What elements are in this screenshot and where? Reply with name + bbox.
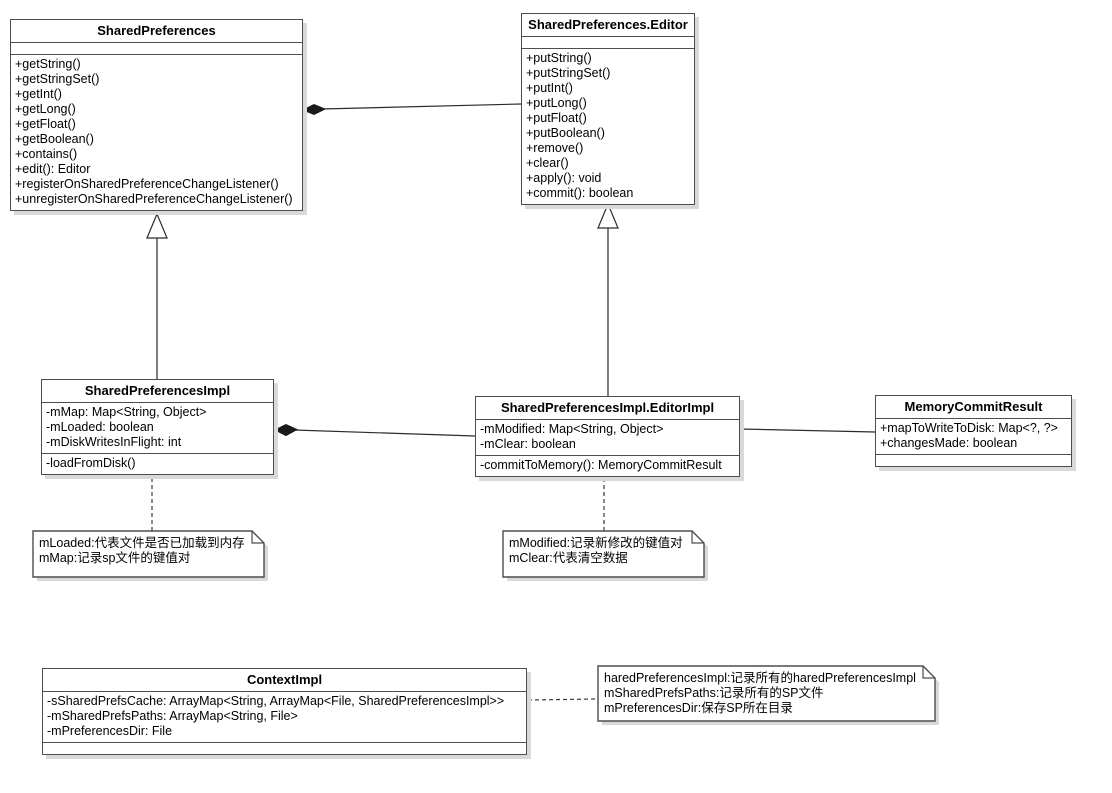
- text-line: -mModified: Map<String, Object>: [480, 422, 664, 436]
- text-line: -mPreferencesDir: File: [47, 724, 173, 738]
- text-line: haredPreferencesImpl:记录所有的haredPreferenc…: [604, 671, 916, 685]
- text-line: +putFloat(): [526, 111, 587, 125]
- composition-line-editorimpl: [293, 429, 476, 437]
- text-line: +registerOnSharedPreferenceChangeListene…: [15, 177, 279, 191]
- text-line: -mLoaded: boolean: [46, 420, 154, 434]
- text-line: +getInt(): [15, 87, 62, 101]
- text-line: +putBoolean(): [526, 126, 605, 140]
- text-line: -mClear: boolean: [480, 437, 576, 451]
- class-title: SharedPreferences: [97, 23, 216, 38]
- class-attributes: +mapToWriteToDisk: Map<?, ?>+changesMade…: [876, 418, 1071, 454]
- text-line: +getFloat(): [15, 117, 76, 131]
- text-line: +putLong(): [526, 96, 587, 110]
- class-title: ContextImpl: [246, 672, 323, 687]
- class-title: SharedPreferences.Editor: [528, 17, 688, 32]
- text-line: -commitToMemory(): MemoryCommitResult: [480, 458, 722, 472]
- text-line: +putString(): [526, 51, 592, 65]
- text-line: +getString(): [15, 57, 81, 71]
- text-line: +getLong(): [15, 102, 76, 116]
- class-attributes: -mModified: Map<String, Object>-mClear: …: [476, 419, 739, 455]
- class-attributes: [522, 36, 694, 48]
- text-line: +unregisterOnSharedPreferenceChangeListe…: [15, 192, 293, 206]
- association-line-memorycommitresult: [739, 428, 876, 433]
- text-line: -loadFromDisk(): [46, 456, 136, 470]
- text-line: +remove(): [526, 141, 584, 155]
- inheritance-arrow-icon: [146, 212, 168, 239]
- class-title: SharedPreferencesImpl: [84, 383, 231, 398]
- composition-diamond-icon: [273, 423, 299, 437]
- class-sharedpreferencesimpl-editorimpl: SharedPreferencesImpl.EditorImpl -mModif…: [475, 396, 740, 477]
- text-line: -mDiskWritesInFlight: int: [46, 435, 182, 449]
- text-line: +mapToWriteToDisk: Map<?, ?>: [880, 421, 1058, 435]
- text-line: +commit(): boolean: [526, 186, 634, 200]
- class-title: SharedPreferencesImpl.EditorImpl: [500, 400, 715, 415]
- class-sharedpreferencesimpl: SharedPreferencesImpl -mMap: Map<String,…: [41, 379, 274, 475]
- note-fold-icon: [251, 531, 264, 544]
- class-sharedpreferences: SharedPreferences +getString()+getString…: [10, 19, 303, 211]
- class-contextimpl: ContextImpl -sSharedPrefsCache: ArrayMap…: [42, 668, 527, 755]
- note-fold-icon: [691, 531, 704, 544]
- class-attributes: -mMap: Map<String, Object>-mLoaded: bool…: [42, 402, 273, 453]
- text-line: +putInt(): [526, 81, 573, 95]
- note-shape: [32, 530, 265, 578]
- composition-line-editor: [321, 103, 522, 110]
- note-contextimpl-fields: haredPreferencesImpl:记录所有的haredPreferenc…: [598, 666, 935, 721]
- note-fold-icon: [922, 666, 935, 679]
- note-shape: [597, 665, 936, 722]
- composition-diamond-icon: [301, 103, 327, 116]
- text-line: mLoaded:代表文件是否已加载到内存: [39, 536, 245, 550]
- text-line: mModified:记录新修改的键值对: [509, 536, 683, 550]
- text-line: -mSharedPrefsPaths: ArrayMap<String, Fil…: [47, 709, 298, 723]
- class-methods: +getString()+getStringSet()+getInt()+get…: [11, 54, 302, 210]
- text-line: -mMap: Map<String, Object>: [46, 405, 207, 419]
- text-line: +getStringSet(): [15, 72, 100, 86]
- text-line: mClear:代表清空数据: [509, 551, 628, 565]
- text-line: +edit(): Editor: [15, 162, 91, 176]
- text-line: +changesMade: boolean: [880, 436, 1018, 450]
- class-memorycommitresult: MemoryCommitResult +mapToWriteToDisk: Ma…: [875, 395, 1072, 467]
- class-attributes: [11, 42, 302, 54]
- text-line: -sSharedPrefsCache: ArrayMap<String, Arr…: [47, 694, 505, 708]
- class-methods: [876, 454, 1071, 466]
- class-methods: [43, 742, 526, 754]
- note-shape: [502, 530, 705, 578]
- class-methods: -commitToMemory(): MemoryCommitResult: [476, 455, 739, 476]
- class-methods: -loadFromDisk(): [42, 453, 273, 474]
- inheritance-arrow-icon: [597, 202, 619, 229]
- class-title: MemoryCommitResult: [904, 399, 1043, 414]
- class-methods: +putString()+putStringSet()+putInt()+put…: [522, 48, 694, 204]
- text-line: +apply(): void: [526, 171, 602, 185]
- text-line: mPreferencesDir:保存SP所在目录: [604, 701, 793, 715]
- text-line: +contains(): [15, 147, 78, 161]
- text-line: mSharedPrefsPaths:记录所有的SP文件: [604, 686, 824, 700]
- note-link-contextimpl: [527, 698, 598, 701]
- text-line: mMap:记录sp文件的键值对: [39, 551, 191, 565]
- text-line: +clear(): [526, 156, 569, 170]
- text-line: +getBoolean(): [15, 132, 94, 146]
- text-line: +putStringSet(): [526, 66, 611, 80]
- class-sharedpreferences-editor: SharedPreferences.Editor +putString()+pu…: [521, 13, 695, 205]
- class-attributes: -sSharedPrefsCache: ArrayMap<String, Arr…: [43, 691, 526, 742]
